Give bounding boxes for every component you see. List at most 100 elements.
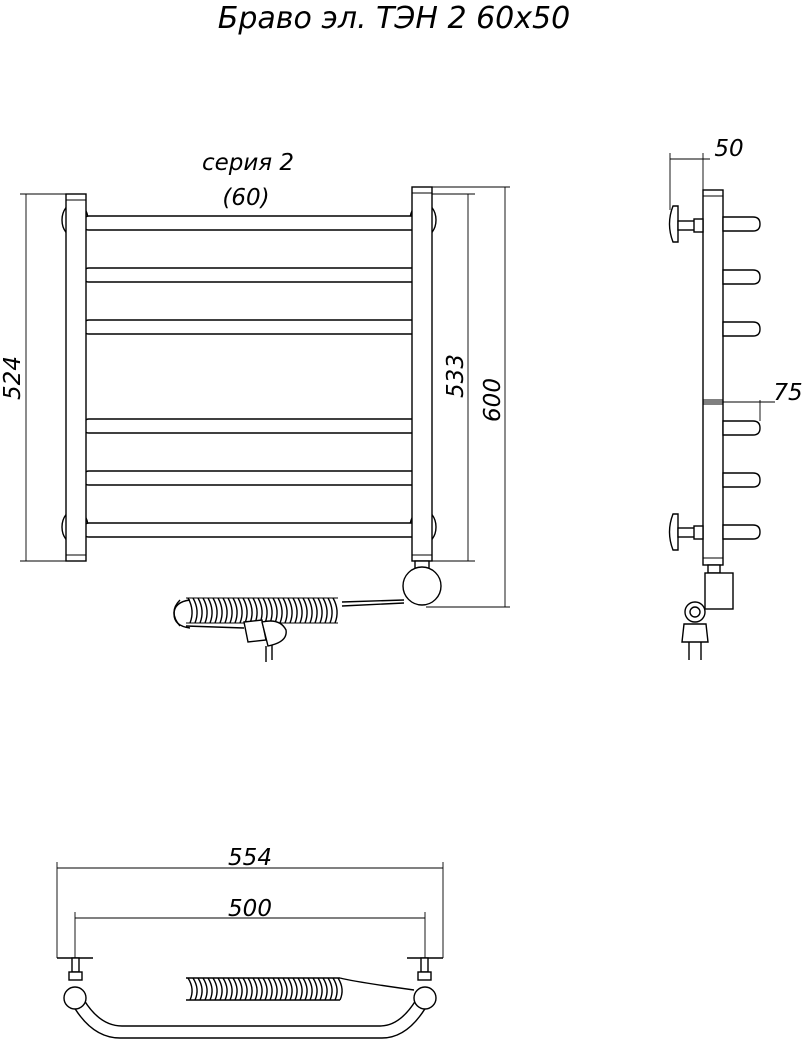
- cable-coil: [247, 597, 253, 624]
- dimension-center-height: 533: [432, 193, 475, 562]
- cable-coil: [242, 597, 248, 624]
- cable-coil: [267, 977, 273, 1001]
- cable-coil: [187, 597, 193, 624]
- cable-coil: [307, 977, 313, 1001]
- side-post: [702, 189, 724, 566]
- dimension-wall-offset: 50: [669, 136, 744, 210]
- cable-coil: [257, 597, 263, 624]
- cable-coil: [277, 977, 283, 1001]
- cable-coil: [232, 597, 238, 624]
- cable-coil: [207, 597, 213, 624]
- cable-coil: [252, 977, 258, 1001]
- top-u-rung-inner: [83, 999, 417, 1027]
- cable-coil: [312, 597, 318, 624]
- cable-coil: [302, 597, 308, 624]
- dimension-75-label: 75: [773, 380, 802, 406]
- cable-coil: [207, 977, 213, 1001]
- cable-coil: [327, 977, 333, 1001]
- cable-coil: [197, 597, 203, 624]
- rung: [81, 522, 423, 538]
- cable-coil: [297, 597, 303, 624]
- cable-coil: [292, 977, 298, 1001]
- series-label: серия 2: [202, 150, 294, 176]
- cable-coil: [327, 597, 333, 624]
- top-bracket-right: [417, 957, 432, 981]
- series-width: (60): [222, 185, 269, 211]
- cable-coil: [337, 977, 343, 1001]
- dimension-rung-depth: 75: [703, 380, 803, 421]
- cable-coil: [332, 597, 338, 624]
- cable-coil: [322, 977, 328, 1001]
- cable-coil: [237, 597, 243, 624]
- cable-coil: [202, 977, 208, 1001]
- cable-coil: [312, 977, 318, 1001]
- side-rung: [722, 321, 761, 337]
- cable-coil: [212, 977, 218, 1001]
- cable-coil: [252, 597, 258, 624]
- spiral-cable: [173, 597, 338, 629]
- cable-coil: [227, 977, 233, 1001]
- cable-coil: [272, 977, 278, 1001]
- dimension-533-label: 533: [443, 354, 469, 398]
- cable-coil: [222, 597, 228, 624]
- cable-coil: [287, 597, 293, 624]
- dimension-total-height: 600: [426, 186, 510, 608]
- cable-coil: [277, 597, 283, 624]
- dimension-outer-height: 524: [0, 193, 66, 562]
- side-rung: [722, 472, 761, 488]
- side-heater: [681, 564, 734, 660]
- dimension-554-label: 554: [228, 845, 272, 871]
- cable-coil: [257, 977, 263, 1001]
- cable-coil: [187, 977, 193, 1001]
- cable-coil: [287, 977, 293, 1001]
- cable-coil: [282, 977, 288, 1001]
- rungs: [81, 215, 423, 538]
- cable-coil: [262, 597, 268, 624]
- side-rungs: [722, 216, 761, 540]
- cable-coil: [272, 597, 278, 624]
- cable-coil: [297, 977, 303, 1001]
- dimension-500-label: 500: [228, 896, 272, 922]
- dimension-524-label: 524: [0, 356, 26, 400]
- top-spiral-cable: [186, 977, 415, 1001]
- cable-coil: [212, 597, 218, 624]
- dimension-600-label: 600: [480, 378, 506, 422]
- rung: [81, 267, 423, 283]
- left-post: [65, 193, 87, 562]
- cable-coil: [247, 977, 253, 1001]
- side-rung: [722, 216, 761, 232]
- dimension-overall-width: 554: [56, 845, 444, 958]
- cable-coil: [307, 597, 313, 624]
- top-bracket-left: [68, 957, 83, 981]
- side-view: 50 75: [668, 136, 803, 660]
- top-view: 554 500: [56, 845, 444, 1039]
- cable-coil: [282, 597, 288, 624]
- cable-coil: [332, 977, 338, 1001]
- cable-coil: [192, 977, 198, 1001]
- rung: [81, 418, 423, 434]
- heating-element: [341, 560, 442, 607]
- cable-coil: [202, 597, 208, 624]
- cable-coil: [217, 977, 223, 1001]
- front-view: 524 533 600 серия 2 (60): [0, 150, 510, 662]
- rung: [81, 215, 423, 231]
- top-post-left: [63, 986, 87, 1010]
- dimension-50-label: 50: [714, 136, 743, 162]
- cable-coil: [217, 597, 223, 624]
- side-rung: [722, 524, 761, 540]
- cable-coil: [242, 977, 248, 1001]
- cable-coil: [292, 597, 298, 624]
- power-plug: [243, 619, 287, 662]
- side-rung: [722, 420, 761, 436]
- side-rung: [722, 269, 761, 285]
- side-wall-bracket-bottom: [668, 513, 704, 551]
- dimension-center-width: 500: [74, 896, 426, 958]
- cable-coil: [317, 597, 323, 624]
- cable-coil: [222, 977, 228, 1001]
- cable-coil: [192, 597, 198, 624]
- top-u-rung-outer: [69, 999, 431, 1039]
- side-wall-bracket-top: [668, 205, 704, 243]
- drawing-title: Браво эл. ТЭН 2 60x50: [218, 1, 570, 36]
- top-post-right: [413, 986, 437, 1010]
